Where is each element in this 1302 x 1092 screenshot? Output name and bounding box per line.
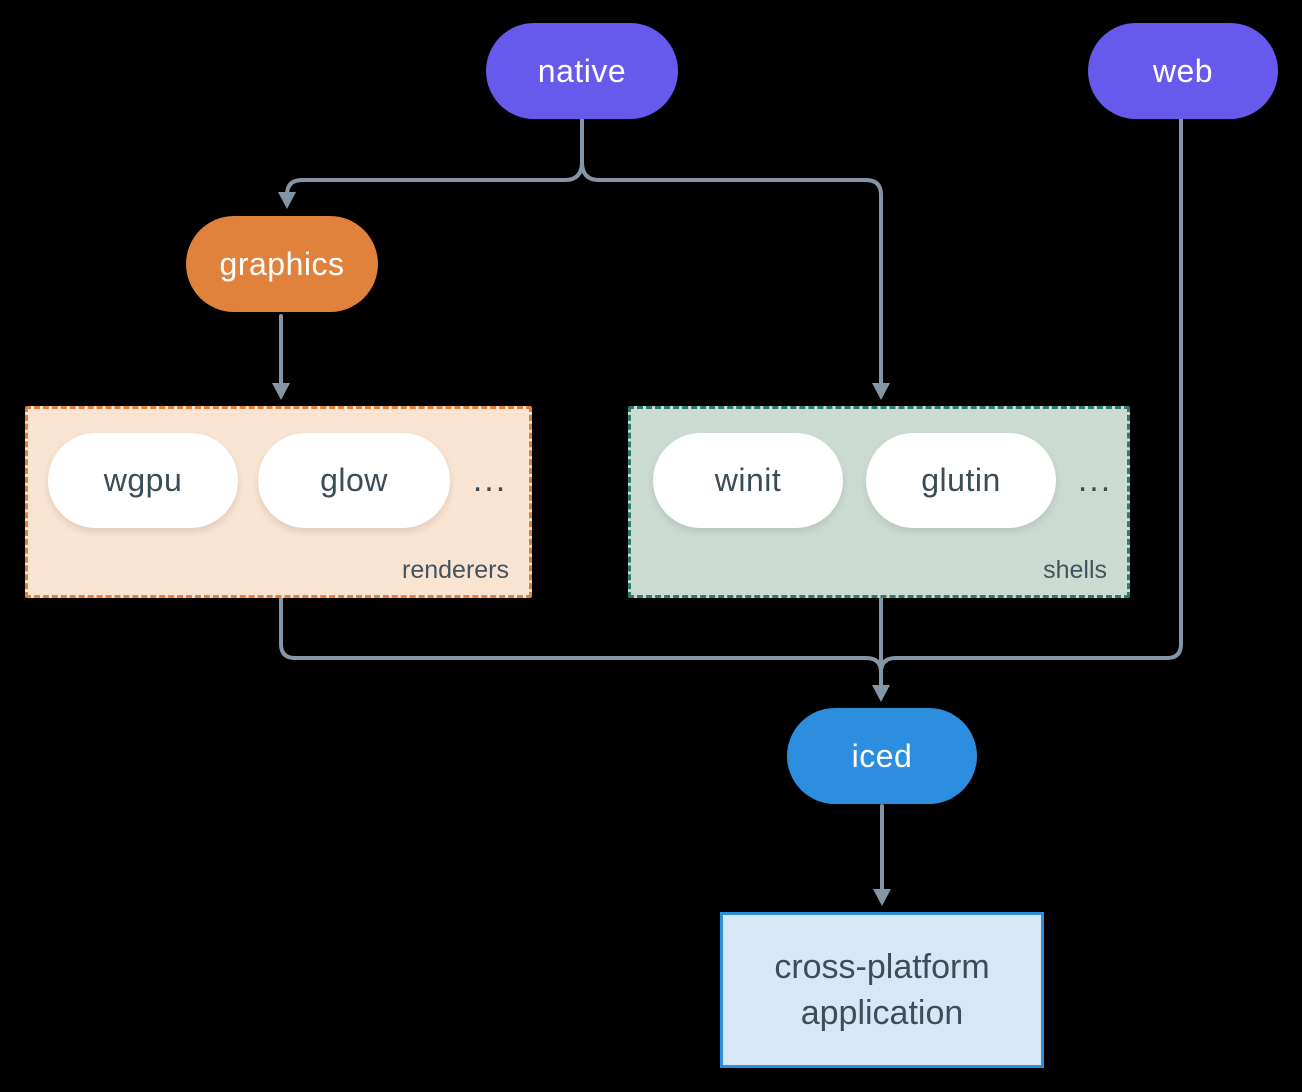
node-cross-platform-application: cross-platform application xyxy=(720,912,1044,1068)
node-glow-label: glow xyxy=(320,462,388,498)
arrowhead-to-shells xyxy=(872,383,890,400)
arrowhead-to-graphics xyxy=(278,192,296,209)
group-shells: winit glutin ... shells xyxy=(628,406,1130,598)
application-label-line2: application xyxy=(800,994,964,1032)
application-label-line1: cross-platform xyxy=(774,948,990,986)
group-renderers: wgpu glow ... renderers xyxy=(25,406,532,598)
node-winit: winit xyxy=(653,433,843,528)
node-wgpu: wgpu xyxy=(48,433,238,528)
node-iced-label: iced xyxy=(851,737,913,774)
node-native-label: native xyxy=(537,52,627,89)
node-web: web xyxy=(1088,23,1278,119)
node-glutin: glutin xyxy=(866,433,1056,528)
node-web-label: web xyxy=(1152,52,1214,89)
shells-group-label: shells xyxy=(1043,556,1107,584)
node-glutin-label: glutin xyxy=(921,462,1001,498)
edge-renderers-to-iced xyxy=(279,597,883,674)
node-wgpu-label: wgpu xyxy=(103,462,183,498)
node-iced: iced xyxy=(787,708,977,804)
arrowhead-to-application xyxy=(873,889,891,906)
node-glow: glow xyxy=(258,433,450,528)
arrowhead-to-renderers xyxy=(272,383,290,400)
node-native: native xyxy=(486,23,678,119)
renderers-group-label: renderers xyxy=(402,556,509,584)
edge-native-to-shells xyxy=(580,160,883,389)
node-winit-label: winit xyxy=(714,462,782,498)
shells-ellipsis: ... xyxy=(1077,461,1113,499)
renderers-ellipsis: ... xyxy=(472,461,508,499)
edge-native-to-graphics xyxy=(285,160,584,198)
node-graphics-label: graphics xyxy=(219,245,345,282)
node-graphics: graphics xyxy=(186,216,378,312)
arrowhead-to-iced xyxy=(872,685,890,702)
